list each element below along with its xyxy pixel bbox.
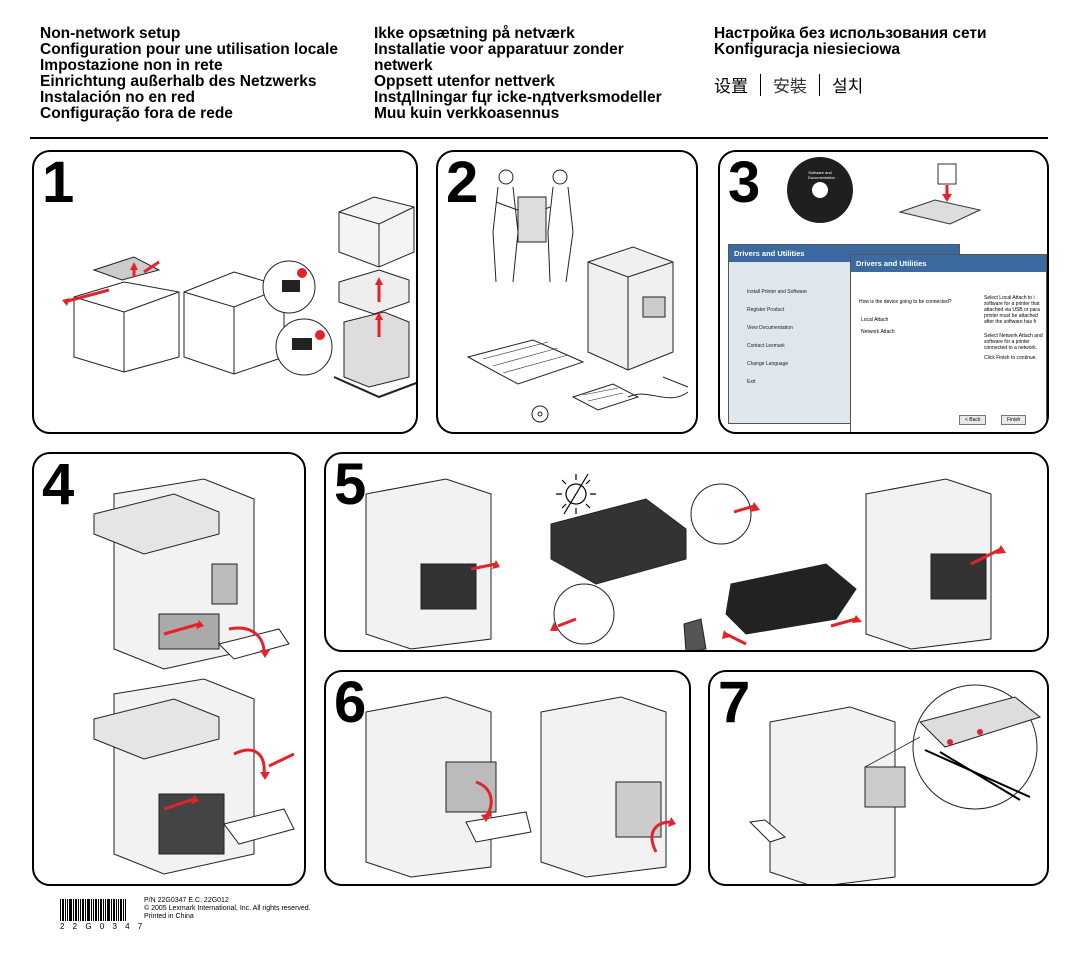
step-panel-7: 7 [708, 670, 1049, 886]
open-door-illustration [93, 478, 295, 875]
toner-illustration [365, 473, 1006, 650]
unboxing-illustration [62, 196, 416, 399]
step-number: 5 [334, 452, 367, 517]
step-number: 4 [42, 452, 75, 517]
option-network-attach[interactable]: Network Attach [861, 329, 895, 335]
header-column-1: Non-network setup Configuration pour une… [40, 26, 338, 122]
cjk-title-simplified: 设置 [714, 77, 748, 97]
printed-in: Printed in China [144, 913, 194, 920]
header-line: Muu kuin verkkoasennus [374, 105, 560, 122]
help-text-network: Select Network Attach and software for a… [984, 333, 1043, 351]
step-panel-6: 6 [324, 670, 691, 886]
step-number: 2 [446, 150, 479, 215]
menu-item-register[interactable]: Register Product [747, 307, 785, 313]
step-panel-5: 5 [324, 452, 1049, 652]
header-line: Impostazione non in rete [40, 57, 223, 74]
header-line: Installatie voor apparatuur zonder [374, 41, 624, 58]
step-panel-1: 1 [32, 150, 418, 434]
divider [819, 73, 820, 96]
header-line: Oppsett utenfor nettverk [374, 73, 555, 90]
header-column-2: Ikke opsætning på netværk Installatie vo… [374, 26, 662, 122]
menu-item-contact[interactable]: Contact Lexmark [747, 343, 785, 349]
header-line: Configuração fora de rede [40, 105, 233, 122]
menu-item-install[interactable]: Install Printer and Software [747, 289, 808, 295]
header-line: Configuration pour une utilisation local… [40, 41, 338, 58]
help-text-finish: Click Finish to continue. [984, 355, 1037, 361]
header-line: Настройка без использования сети [714, 25, 987, 42]
step-number: 6 [334, 670, 367, 735]
header-column-3: Настройка без использования сети Konfigu… [714, 26, 986, 58]
option-local-attach[interactable]: Local Attach [861, 317, 889, 323]
menu-item-language[interactable]: Change Language [747, 361, 789, 367]
cd-label: Software and Documentation [808, 170, 835, 180]
step-panel-4: 4 [32, 452, 306, 886]
copyright: © 2005 Lexmark International, Inc. All r… [144, 905, 311, 912]
cd-illustration [787, 157, 982, 225]
help-text-local: Select Local Attach to i software for a … [984, 295, 1040, 325]
header-line: Instдllningar fцr icke-nдtverksmodeller [374, 89, 662, 106]
barcode-number: 2 2 G 0 3 4 7 [60, 922, 146, 931]
contents-illustration [466, 169, 689, 423]
connection-question: How is the device going to be connected? [859, 299, 952, 305]
menu-item-exit[interactable]: Exit [747, 379, 756, 385]
finish-button[interactable]: Finish [1001, 415, 1027, 425]
header-line: Instalación no en red [40, 89, 196, 106]
step-number: 7 [718, 670, 751, 735]
front-window: Drivers and Utilities How is the device … [850, 254, 1047, 432]
cjk-title-traditional: 安裝 [773, 77, 807, 97]
step-panel-3: 3 Software and Documentation Drivers and… [718, 150, 1049, 434]
header-line: Non-network setup [40, 25, 181, 42]
header-line: Konfiguracja niesieciowa [714, 41, 901, 58]
header-divider [30, 137, 1048, 139]
cable-illustration [748, 684, 1042, 884]
header-line: Ikke opsætning på netværk [374, 25, 575, 42]
part-number: P/N 22G0347 E.C. 22G012 [144, 897, 229, 904]
header-line: Einrichtung außerhalb des Netzwerks [40, 73, 317, 90]
divider [760, 73, 761, 96]
header-line: netwerk [374, 57, 433, 74]
close-door-illustration [365, 696, 676, 878]
step-number: 3 [728, 150, 761, 215]
step-number: 1 [42, 150, 75, 215]
cjk-titles: 设置 安裝 설치 [714, 72, 863, 97]
barcode [60, 899, 126, 921]
window-title: Drivers and Utilities [851, 255, 1046, 272]
menu-item-documentation[interactable]: View Documentation [747, 325, 793, 331]
cjk-title-korean: 설치 [832, 77, 864, 97]
footer-info: P/N 22G0347 E.C. 22G012 © 2005 Lexmark I… [144, 897, 311, 921]
step-panel-2: 2 [436, 150, 698, 434]
back-button[interactable]: < Back [959, 415, 987, 425]
